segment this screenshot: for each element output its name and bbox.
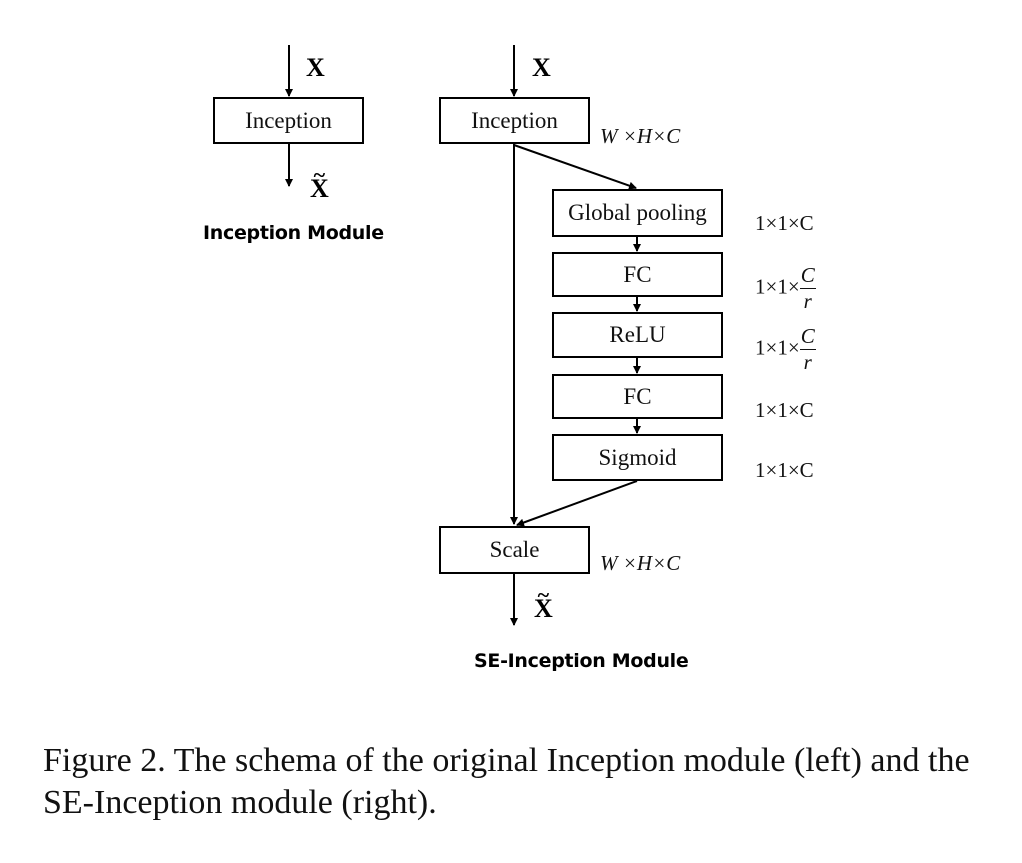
sigmoid-block: Sigmoid — [552, 434, 723, 481]
right-output-x-tilde: ~ X — [534, 582, 553, 623]
sigmoid-dim: 1×1×C — [755, 458, 814, 482]
fc2-dim: 1×1×C — [755, 398, 814, 422]
left-output-x-tilde: ~ X — [310, 162, 329, 203]
fc2-block: FC — [552, 374, 723, 419]
sigmoid-to-scale-arrow — [516, 480, 638, 527]
inception-dim: W ×H×C — [600, 124, 681, 148]
scale-dim: W ×H×C — [600, 551, 681, 575]
right-inception-block: Inception — [439, 97, 590, 144]
tilde-accent: ~ — [313, 162, 326, 187]
tilde-accent: ~ — [537, 582, 550, 607]
relu-block: ReLU — [552, 312, 723, 358]
left-module-label: Inception Module — [203, 222, 384, 244]
scale-block: Scale — [439, 526, 590, 574]
figure-caption: Figure 2. The schema of the original Inc… — [43, 742, 970, 821]
global-pooling-dim: 1×1×C — [755, 211, 814, 235]
left-input-x: X — [306, 53, 325, 82]
fc1-block: FC — [552, 252, 723, 297]
right-input-x: X — [532, 53, 551, 82]
left-inception-block: Inception — [213, 97, 364, 144]
global-pooling-block: Global pooling — [552, 189, 723, 237]
branch-arrow — [513, 144, 637, 190]
right-module-label: SE-Inception Module — [474, 650, 689, 672]
